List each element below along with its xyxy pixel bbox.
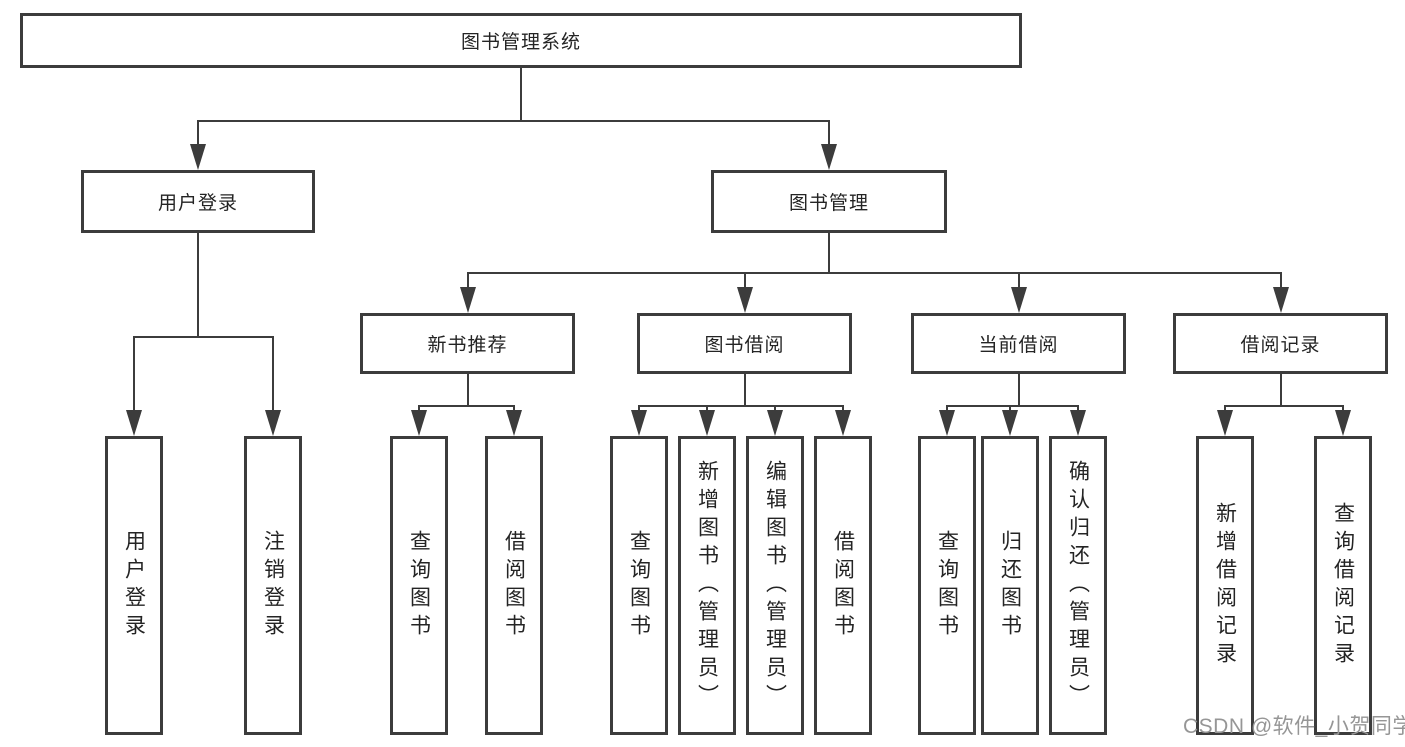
arrowhead-down-icon bbox=[190, 144, 206, 170]
connector-line bbox=[197, 233, 199, 336]
arrowhead-down-icon bbox=[411, 410, 427, 436]
connector-line bbox=[1017, 374, 1020, 405]
node-label-borrowing: 图书借阅 bbox=[704, 335, 785, 356]
arrowhead-down-icon bbox=[459, 287, 476, 313]
node-label-root: 图书管理系统 bbox=[460, 32, 581, 53]
arrowhead-down-icon bbox=[126, 410, 142, 436]
connector-line bbox=[1224, 405, 1344, 407]
arrowhead-down-icon bbox=[265, 410, 281, 436]
node-leaf-bor-add: 新增图书（管理员） bbox=[678, 436, 736, 735]
connector-line bbox=[1017, 272, 1020, 295]
node-label-leaf-bor-query: 查询图书 bbox=[627, 529, 651, 642]
node-leaf-cur-return: 归还图书 bbox=[981, 436, 1039, 735]
node-leaf-user-login: 用户登录 bbox=[105, 436, 163, 735]
connector-line bbox=[520, 68, 522, 120]
node-label-leaf-bor-add: 新增图书（管理员） bbox=[695, 459, 719, 712]
arrowhead-down-icon bbox=[767, 410, 783, 436]
node-label-leaf-cur-query: 查询图书 bbox=[935, 529, 959, 642]
node-mgmt: 图书管理 bbox=[711, 170, 947, 233]
connector-line bbox=[197, 120, 199, 152]
node-label-leaf-rec-query: 查询图书 bbox=[407, 529, 431, 642]
arrowhead-down-icon bbox=[631, 410, 647, 436]
node-leaf-bor-query: 查询图书 bbox=[610, 436, 668, 735]
arrowhead-down-icon bbox=[1070, 410, 1086, 436]
node-root: 图书管理系统 bbox=[20, 13, 1022, 68]
connector-line bbox=[418, 405, 515, 407]
csdn-watermark: CSDN @软件_小贺同学 bbox=[1183, 715, 1405, 738]
node-leaf-recd-query: 查询借阅记录 bbox=[1314, 436, 1372, 735]
arrowhead-down-icon bbox=[1335, 410, 1351, 436]
node-label-recommend: 新书推荐 bbox=[427, 335, 508, 356]
node-leaf-recd-add: 新增借阅记录 bbox=[1196, 436, 1254, 735]
node-label-leaf-cur-return: 归还图书 bbox=[998, 529, 1022, 642]
arrowhead-down-icon bbox=[1217, 410, 1233, 436]
connector-line bbox=[272, 336, 274, 418]
connector-line bbox=[638, 405, 844, 407]
node-leaf-cur-confirm: 确认归还（管理员） bbox=[1049, 436, 1107, 735]
connector-line bbox=[133, 336, 135, 418]
node-leaf-cur-query: 查询图书 bbox=[918, 436, 976, 735]
arrowhead-down-icon bbox=[1010, 287, 1027, 313]
connector-line bbox=[743, 374, 746, 405]
node-leaf-bor-edit: 编辑图书（管理员） bbox=[746, 436, 804, 735]
node-label-leaf-bor-borrow: 借阅图书 bbox=[831, 529, 855, 642]
node-leaf-rec-borrow: 借阅图书 bbox=[485, 436, 543, 735]
arrowhead-down-icon bbox=[939, 410, 955, 436]
connector-line bbox=[946, 405, 1079, 407]
node-leaf-logout: 注销登录 bbox=[244, 436, 302, 735]
node-leaf-bor-borrow: 借阅图书 bbox=[814, 436, 872, 735]
connector-line bbox=[1279, 272, 1282, 295]
node-label-leaf-bor-edit: 编辑图书（管理员） bbox=[763, 459, 787, 712]
node-current: 当前借阅 bbox=[911, 313, 1126, 374]
connector-line bbox=[743, 272, 746, 295]
node-borrowing: 图书借阅 bbox=[637, 313, 852, 374]
node-label-leaf-user-login: 用户登录 bbox=[122, 529, 146, 642]
node-label-leaf-logout: 注销登录 bbox=[261, 529, 285, 642]
node-label-login: 用户登录 bbox=[157, 193, 238, 214]
node-leaf-rec-query: 查询图书 bbox=[390, 436, 448, 735]
node-label-current: 当前借阅 bbox=[978, 335, 1059, 356]
connector-line bbox=[466, 374, 469, 405]
node-records: 借阅记录 bbox=[1173, 313, 1388, 374]
connector-line bbox=[466, 272, 469, 295]
arrowhead-down-icon bbox=[699, 410, 715, 436]
arrowhead-down-icon bbox=[1002, 410, 1018, 436]
arrowhead-down-icon bbox=[736, 287, 753, 313]
node-label-leaf-cur-confirm: 确认归还（管理员） bbox=[1066, 459, 1090, 712]
node-recommend: 新书推荐 bbox=[360, 313, 575, 374]
connector-line bbox=[828, 120, 830, 152]
arrowhead-down-icon bbox=[506, 410, 522, 436]
node-label-leaf-rec-borrow: 借阅图书 bbox=[502, 529, 526, 642]
node-login: 用户登录 bbox=[81, 170, 315, 233]
connector-line bbox=[828, 233, 830, 272]
connector-line bbox=[197, 120, 830, 122]
node-label-records: 借阅记录 bbox=[1240, 335, 1321, 356]
arrowhead-down-icon bbox=[821, 144, 837, 170]
connector-line bbox=[1279, 374, 1282, 405]
arrowhead-down-icon bbox=[835, 410, 851, 436]
arrowhead-down-icon bbox=[1272, 287, 1289, 313]
connector-line bbox=[466, 272, 1282, 274]
node-label-leaf-recd-query: 查询借阅记录 bbox=[1331, 501, 1355, 670]
node-label-mgmt: 图书管理 bbox=[788, 193, 869, 214]
connector-line bbox=[133, 336, 274, 338]
node-label-leaf-recd-add: 新增借阅记录 bbox=[1213, 501, 1237, 670]
